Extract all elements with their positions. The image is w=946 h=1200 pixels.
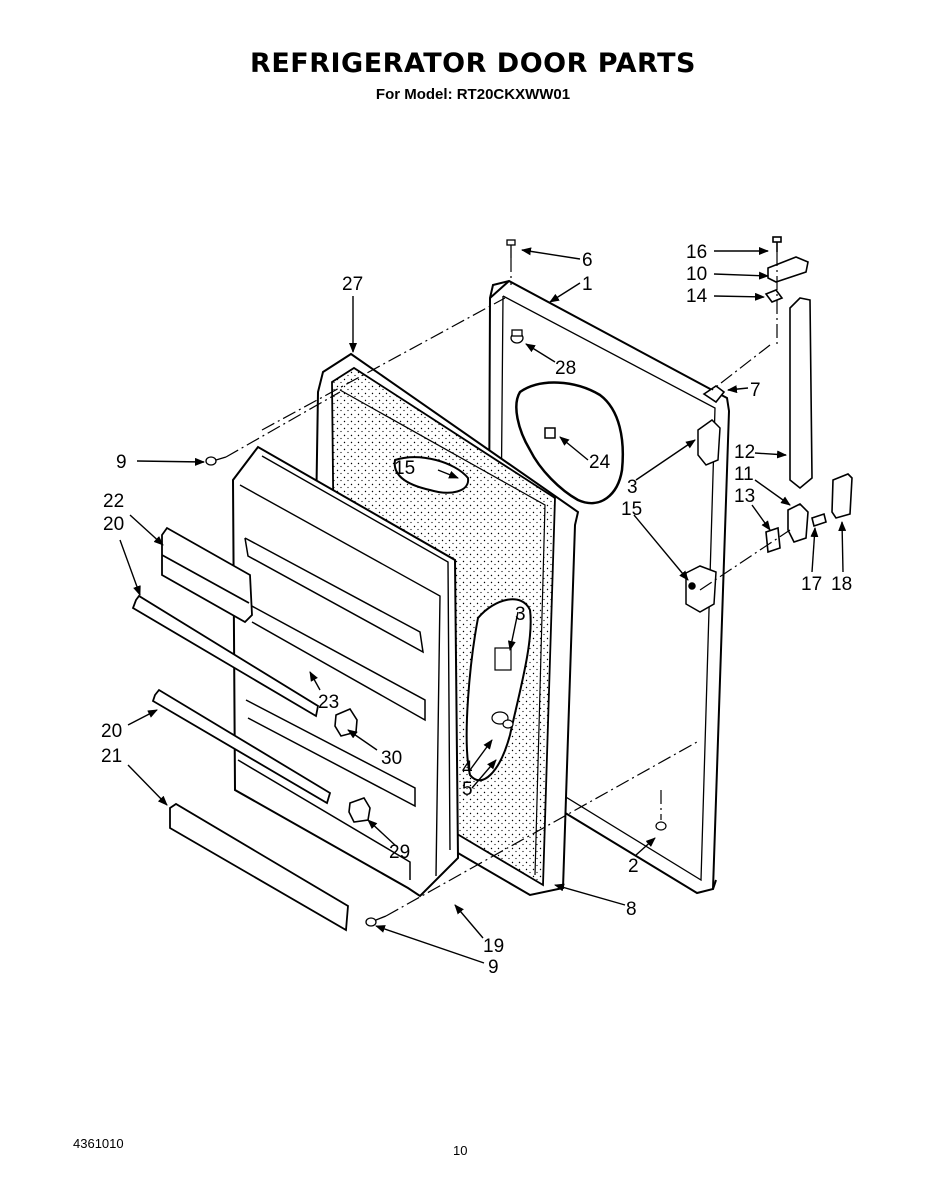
callout-20-upper: 20: [103, 514, 124, 535]
callout-20-lower: 20: [101, 721, 122, 742]
callout-24: 24: [589, 452, 611, 473]
callout-18: 18: [831, 574, 852, 595]
hinge-hardware: [702, 236, 853, 554]
callout-12: 12: [734, 442, 755, 463]
callout-10: 10: [686, 264, 707, 285]
liner-cutaway-upper: [393, 456, 470, 494]
door-bar-20-lower: [151, 688, 332, 805]
callout-13: 13: [734, 486, 755, 507]
callout-21: 21: [101, 746, 122, 767]
part-2-plug: [655, 821, 667, 831]
page-title: REFRIGERATOR DOOR PARTS: [250, 48, 696, 79]
callout-11: 11: [734, 464, 754, 485]
callout-16: 16: [686, 242, 707, 263]
shelf-front-21: [169, 802, 349, 932]
callout-22: 22: [103, 491, 124, 512]
document-number: 4361010: [73, 1136, 124, 1151]
callout-8: 8: [626, 899, 637, 920]
inner-door-liner: [231, 445, 460, 898]
callout-23: 23: [318, 692, 339, 713]
callout-29: 29: [389, 842, 410, 863]
panel-cutaway: [515, 381, 625, 505]
callout-3-lower: 3: [515, 604, 526, 625]
callout-1: 1: [582, 274, 593, 295]
page-number: 10: [453, 1143, 468, 1158]
part-29-clip: [348, 797, 371, 823]
callout-15-lower: 15: [621, 499, 642, 520]
callout-9-upper: 9: [116, 452, 127, 473]
assembly-lines: [225, 252, 791, 917]
door-bar-20-upper: [131, 594, 320, 718]
part-28-plug: [510, 329, 524, 344]
leader-arrows: [119, 247, 847, 964]
callout-15-upper: 15: [394, 458, 415, 479]
callout-30: 30: [381, 748, 402, 769]
callout-27: 27: [342, 274, 363, 295]
callout-9-lower: 9: [488, 957, 499, 978]
callout-2: 2: [628, 856, 639, 877]
callout-17: 17: [801, 574, 822, 595]
callout-14: 14: [686, 286, 708, 307]
screw-part-9-lower: [365, 915, 387, 927]
callout-6: 6: [582, 250, 593, 271]
screw-part-6: [506, 239, 516, 258]
model-subtitle: For Model: RT20CKXWW01: [375, 86, 571, 103]
callout-19: 19: [483, 936, 504, 957]
callout-28: 28: [555, 358, 576, 379]
callout-4: 4: [462, 758, 473, 779]
callout-labels: 6 1 27 28 7 24 9 15 3 15 16 10 14 12 11 …: [101, 242, 852, 978]
shelf-front-22: [161, 526, 253, 624]
callout-3-upper: 3: [627, 477, 638, 498]
callout-5: 5: [462, 779, 473, 800]
callout-7: 7: [750, 380, 761, 401]
screw-part-9-upper: [205, 456, 227, 466]
